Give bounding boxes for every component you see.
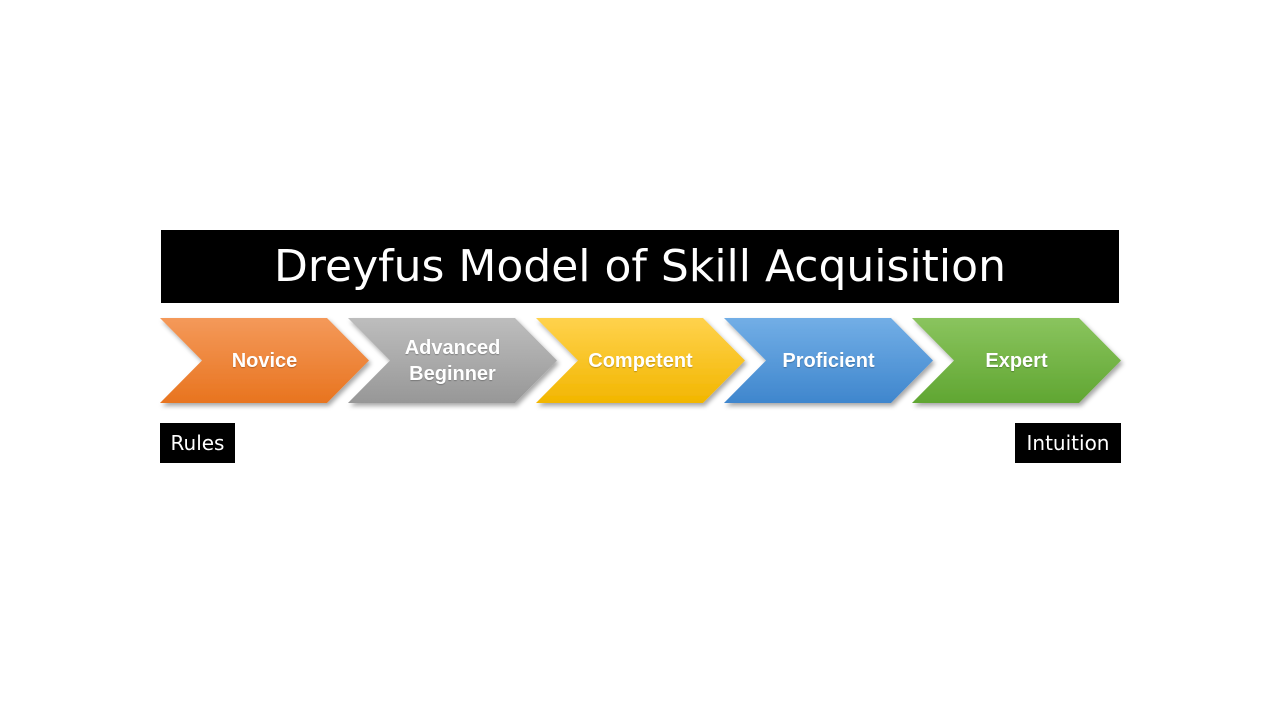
chevron-advanced-beginner (348, 318, 557, 403)
chevron-proficient (724, 318, 933, 403)
scale-start-label: Rules (160, 423, 235, 463)
stage-label-advanced-beginner: Advanced Beginner (404, 337, 501, 385)
stage-label-competent: Competent (588, 350, 693, 372)
chevron-novice (160, 318, 369, 403)
stage-label-novice: Novice (231, 350, 298, 372)
stage-label-expert: Expert (985, 350, 1048, 372)
chevron-competent (536, 318, 745, 403)
chevron-expert (912, 318, 1121, 403)
diagram-title: Dreyfus Model of Skill Acquisition (274, 240, 1006, 292)
scale-end-label: Intuition (1015, 423, 1121, 463)
stage-label-proficient: Proficient (782, 350, 875, 372)
title-bar: Dreyfus Model of Skill Acquisition (161, 230, 1119, 303)
